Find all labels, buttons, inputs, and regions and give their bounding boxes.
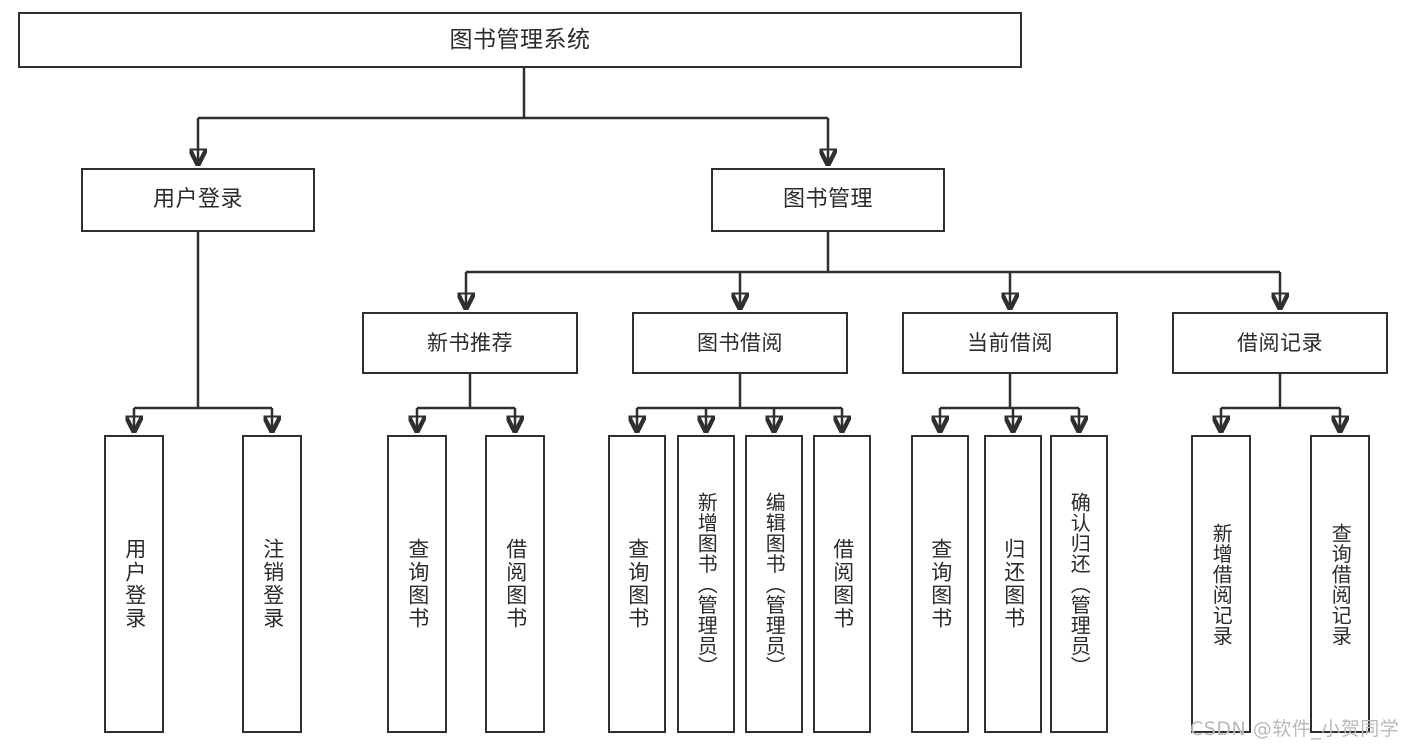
node-leaf-return-book[interactable]: 归还图书 bbox=[984, 435, 1042, 733]
node-leaf-confirm-return[interactable]: 确认归还（管理员） bbox=[1050, 435, 1108, 733]
node-leaf-add-borrow-record[interactable]: 新增借阅记录 bbox=[1191, 435, 1251, 733]
node-leaf-query-book-2-label: 查询图书 bbox=[625, 538, 650, 630]
node-leaf-user-login[interactable]: 用户登录 bbox=[104, 435, 164, 733]
node-leaf-edit-book[interactable]: 编辑图书（管理员） bbox=[745, 435, 803, 733]
node-user-login[interactable]: 用户登录 bbox=[81, 168, 315, 232]
node-leaf-borrow-book-2[interactable]: 借阅图书 bbox=[813, 435, 871, 733]
node-leaf-borrow-book-1-label: 借阅图书 bbox=[503, 538, 528, 630]
node-current-borrow[interactable]: 当前借阅 bbox=[902, 312, 1118, 374]
node-leaf-borrow-book-1[interactable]: 借阅图书 bbox=[485, 435, 545, 733]
node-leaf-query-borrow-record-label: 查询借阅记录 bbox=[1328, 522, 1353, 646]
node-current-borrow-label: 当前借阅 bbox=[967, 330, 1053, 355]
node-root[interactable]: 图书管理系统 bbox=[18, 12, 1022, 68]
node-book-borrow-label: 图书借阅 bbox=[697, 330, 783, 355]
node-user-login-label: 用户登录 bbox=[152, 187, 243, 213]
node-book-management[interactable]: 图书管理 bbox=[711, 168, 945, 232]
node-new-book-recommend[interactable]: 新书推荐 bbox=[362, 312, 578, 374]
node-leaf-query-book-1[interactable]: 查询图书 bbox=[387, 435, 447, 733]
node-book-borrow[interactable]: 图书借阅 bbox=[632, 312, 848, 374]
node-leaf-return-book-label: 归还图书 bbox=[1001, 538, 1026, 630]
node-book-management-label: 图书管理 bbox=[782, 187, 873, 213]
node-leaf-query-book-3[interactable]: 查询图书 bbox=[911, 435, 969, 733]
node-borrow-record-label: 借阅记录 bbox=[1237, 330, 1323, 355]
node-leaf-add-borrow-record-label: 新增借阅记录 bbox=[1209, 522, 1234, 646]
node-leaf-borrow-book-2-label: 借阅图书 bbox=[830, 538, 855, 630]
node-borrow-record[interactable]: 借阅记录 bbox=[1172, 312, 1388, 374]
node-leaf-add-book-label: 新增图书（管理员） bbox=[694, 491, 719, 677]
node-root-label: 图书管理系统 bbox=[449, 26, 591, 53]
node-leaf-confirm-return-label: 确认归还（管理员） bbox=[1067, 491, 1092, 677]
node-leaf-user-login-label: 用户登录 bbox=[122, 538, 147, 630]
node-leaf-query-book-3-label: 查询图书 bbox=[928, 538, 953, 630]
node-leaf-query-borrow-record[interactable]: 查询借阅记录 bbox=[1310, 435, 1370, 733]
csdn-watermark: CSDN @软件_小贺同学 bbox=[1190, 718, 1400, 740]
node-leaf-query-book-2[interactable]: 查询图书 bbox=[608, 435, 666, 733]
node-leaf-user-logout-label: 注销登录 bbox=[260, 538, 285, 630]
node-leaf-query-book-1-label: 查询图书 bbox=[405, 538, 430, 630]
node-leaf-add-book[interactable]: 新增图书（管理员） bbox=[677, 435, 735, 733]
node-leaf-edit-book-label: 编辑图书（管理员） bbox=[762, 491, 787, 677]
node-leaf-user-logout[interactable]: 注销登录 bbox=[242, 435, 302, 733]
node-new-book-recommend-label: 新书推荐 bbox=[427, 330, 513, 355]
